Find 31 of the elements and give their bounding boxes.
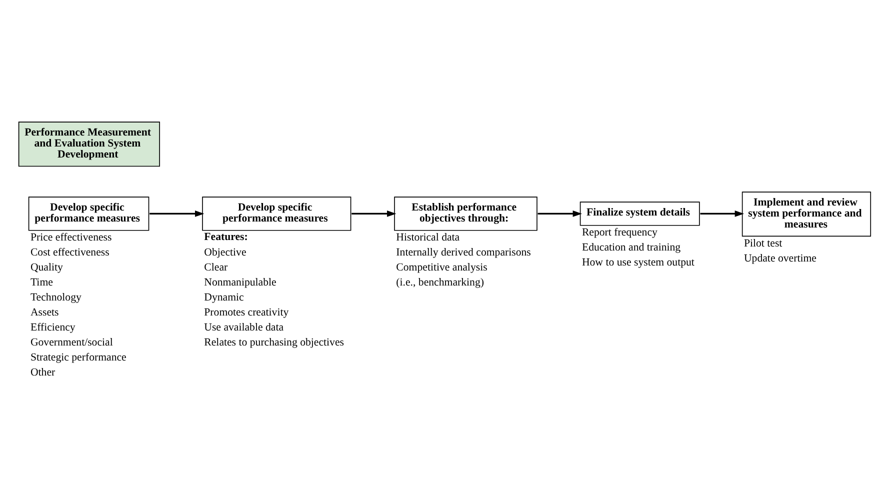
- node-label: Other: [30, 366, 56, 378]
- node-label: How to use system output: [582, 256, 694, 268]
- arrow: [538, 210, 582, 216]
- node-label: Education and training: [582, 241, 681, 254]
- node-label: Relates to purchasing objectives: [204, 336, 344, 348]
- node-label: Competitive analysis: [396, 261, 488, 274]
- node-label: (i.e., benchmarking): [396, 276, 484, 288]
- node-label: Technology: [30, 291, 82, 304]
- node-label: Report frequency: [582, 226, 658, 238]
- node-label: Use available data: [204, 321, 284, 334]
- node-label: Quality: [30, 261, 63, 274]
- node-label: Promotes creativity: [204, 306, 289, 318]
- node-label: Features:: [204, 230, 248, 242]
- node-label: Internally derived comparisons: [396, 246, 531, 258]
- node-label: Efficiency: [30, 321, 76, 334]
- node-label: Dynamic: [204, 291, 244, 304]
- arrow: [700, 210, 744, 216]
- node-label: Price effectiveness: [30, 231, 112, 244]
- node-label: Assets: [30, 306, 59, 318]
- arrow: [352, 210, 396, 216]
- node-label: Strategic performance: [30, 351, 126, 364]
- node-label: Clear: [204, 261, 228, 274]
- node-label: Historical data: [396, 231, 460, 244]
- node-label: Nonmanipulable: [204, 276, 276, 288]
- arrow: [150, 210, 204, 216]
- node-label: Objective: [204, 246, 246, 258]
- node-label: Update overtime: [744, 252, 816, 264]
- node-label: Cost effectiveness: [30, 246, 110, 258]
- node-label: Time: [30, 276, 53, 288]
- node-label: Government/social: [30, 336, 113, 348]
- node-label: Pilot test: [744, 237, 782, 250]
